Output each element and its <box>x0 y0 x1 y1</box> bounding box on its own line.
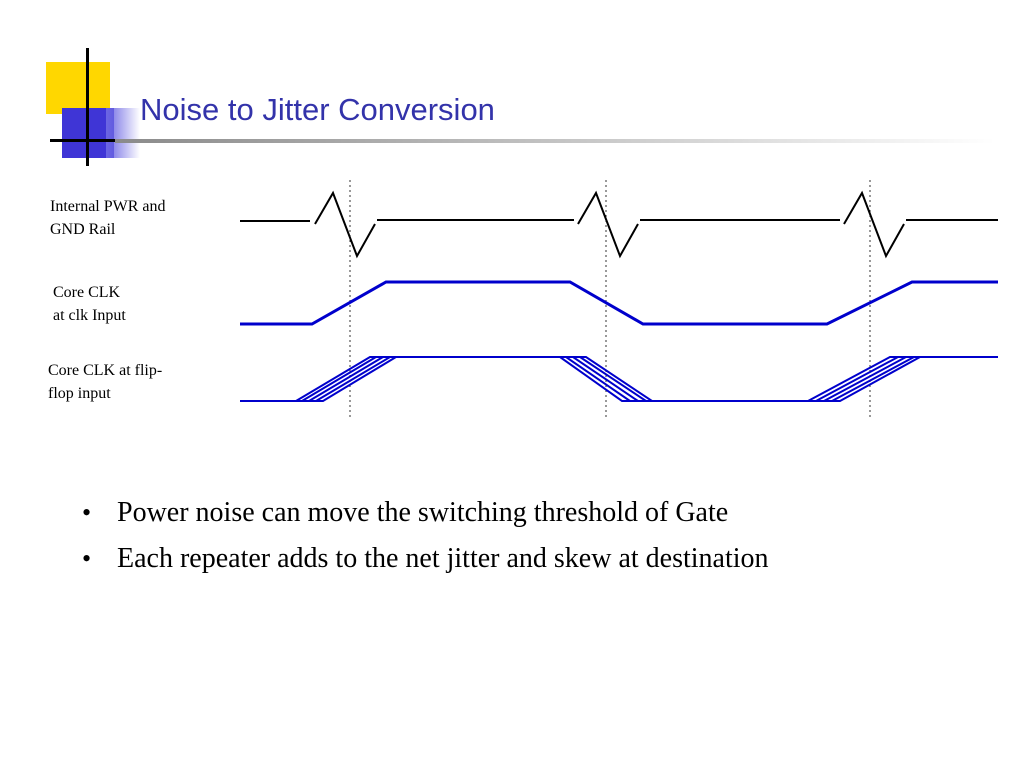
signal-label-line: flop input <box>48 385 111 402</box>
bullet-item: • Each repeater adds to the net jitter a… <box>82 536 769 582</box>
signal-label-line: Internal PWR and <box>50 198 166 215</box>
signal-label-core-clk-input: Core CLK at clk Input <box>53 281 126 327</box>
signal-label-line: GND Rail <box>50 221 116 238</box>
bullet-item: • Power noise can move the switching thr… <box>82 490 769 536</box>
pwr-gnd-rail-trace <box>240 190 998 259</box>
signal-label-line: Core CLK <box>53 284 121 301</box>
timing-diagram <box>240 180 998 418</box>
logo-horizontal-line <box>50 139 145 142</box>
logo-yellow-square <box>46 62 110 114</box>
signal-label-line: at clk Input <box>53 307 126 324</box>
slide-title: Noise to Jitter Conversion <box>140 92 495 127</box>
core-clk-flipflop-trace <box>240 356 998 402</box>
bullet-list: • Power noise can move the switching thr… <box>82 490 769 582</box>
core-clk-input-trace <box>240 280 998 326</box>
logo-vertical-line <box>86 48 89 166</box>
signal-label-core-clk-flipflop: Core CLK at flip- flop input <box>48 359 162 405</box>
bullet-dot-icon: • <box>82 498 92 527</box>
bullet-dot-icon: • <box>82 544 92 573</box>
signal-label-line: Core CLK at flip- <box>48 362 163 379</box>
logo-blue-fade <box>106 108 140 158</box>
slide-logo-decoration <box>0 0 145 200</box>
signal-label-pwr-gnd: Internal PWR and GND Rail <box>50 195 166 241</box>
bullet-text: Each repeater adds to the net jitter and… <box>117 543 769 574</box>
bullet-text: Power noise can move the switching thres… <box>117 497 729 528</box>
title-underline-rule <box>115 139 995 143</box>
